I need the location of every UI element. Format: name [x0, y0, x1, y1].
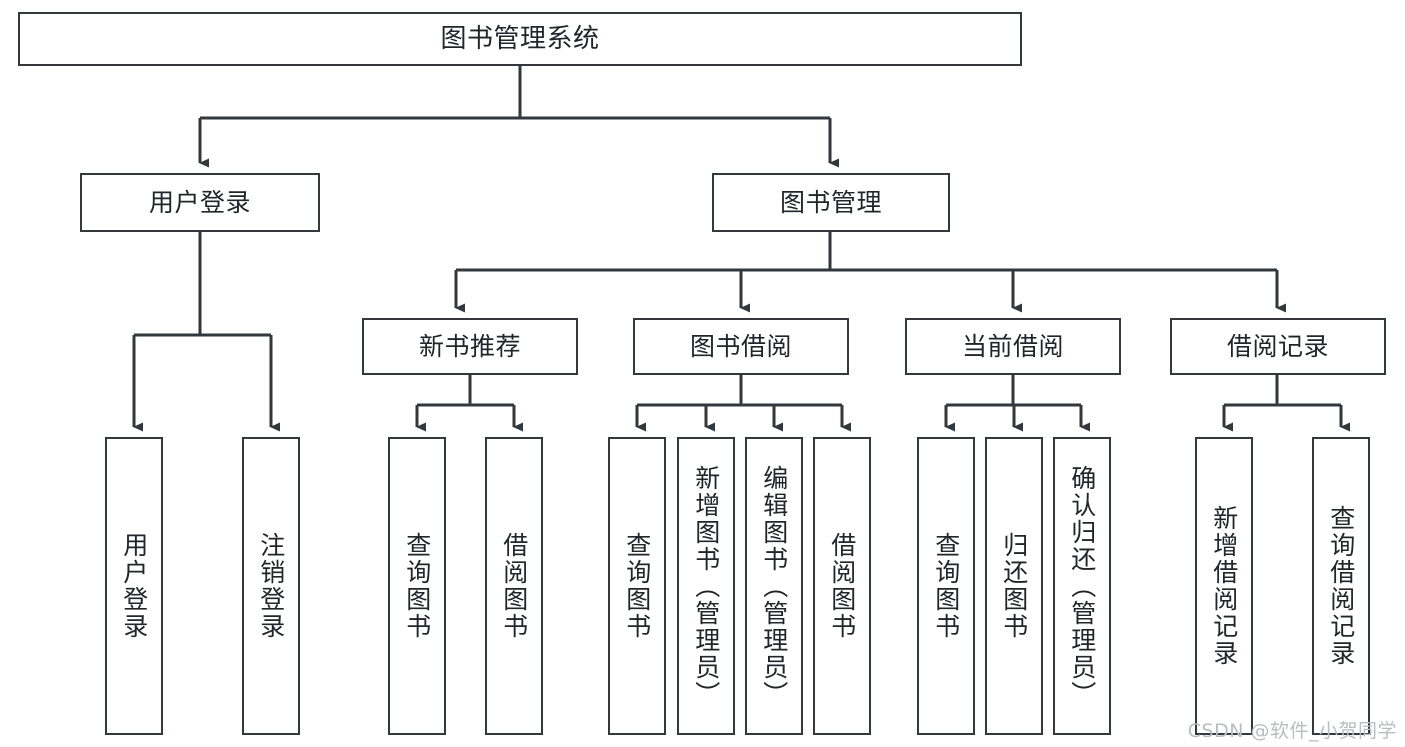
node-label: 注销登录 [256, 532, 286, 640]
node-label: 新书推荐 [418, 331, 521, 361]
node-book-borrow[interactable]: 图书借阅 [633, 318, 849, 375]
node-book-management[interactable]: 图书管理 [712, 173, 950, 232]
node-label: 新增图书（管理员） [691, 464, 721, 708]
node-label: 当前借阅 [961, 331, 1064, 361]
leaf-query-book-borrow[interactable]: 查询图书 [608, 437, 666, 735]
node-label: 查询图书 [622, 532, 652, 640]
leaf-user-login[interactable]: 用户登录 [105, 437, 163, 735]
leaf-borrow-book-recommend[interactable]: 借阅图书 [485, 437, 543, 735]
node-label: 归还图书 [999, 532, 1029, 640]
leaf-edit-book-admin[interactable]: 编辑图书（管理员） [745, 437, 803, 735]
node-label: 图书借阅 [689, 331, 792, 361]
leaf-return-book[interactable]: 归还图书 [985, 437, 1043, 735]
leaf-query-book-current[interactable]: 查询图书 [917, 437, 975, 735]
node-borrow-record[interactable]: 借阅记录 [1170, 318, 1386, 375]
node-user-login[interactable]: 用户登录 [80, 173, 320, 232]
node-root-book-management-system[interactable]: 图书管理系统 [18, 12, 1022, 66]
node-label: 新增借阅记录 [1209, 505, 1239, 667]
node-label: 确认归还（管理员） [1067, 464, 1097, 708]
leaf-user-logout[interactable]: 注销登录 [242, 437, 300, 735]
node-label: 编辑图书（管理员） [759, 464, 789, 708]
leaf-query-book-recommend[interactable]: 查询图书 [388, 437, 446, 735]
node-label: 用户登录 [119, 532, 149, 640]
node-label: 借阅图书 [827, 532, 857, 640]
node-label: 图书管理系统 [440, 23, 600, 54]
node-label: 查询图书 [931, 532, 961, 640]
leaf-add-book-admin[interactable]: 新增图书（管理员） [677, 437, 735, 735]
node-label: 用户登录 [148, 187, 251, 217]
node-new-book-recommendation[interactable]: 新书推荐 [362, 318, 578, 375]
leaf-confirm-return-admin[interactable]: 确认归还（管理员） [1053, 437, 1111, 735]
node-label: 查询借阅记录 [1326, 505, 1356, 667]
watermark: CSDN @软件_小贺同学 [1187, 720, 1397, 742]
node-current-borrow[interactable]: 当前借阅 [905, 318, 1121, 375]
node-label: 借阅图书 [499, 532, 529, 640]
leaf-borrow-book[interactable]: 借阅图书 [813, 437, 871, 735]
leaf-query-borrow-record[interactable]: 查询借阅记录 [1312, 437, 1370, 735]
node-label: 查询图书 [402, 532, 432, 640]
node-label: 图书管理 [779, 187, 882, 217]
node-label: 借阅记录 [1226, 331, 1329, 361]
leaf-add-borrow-record[interactable]: 新增借阅记录 [1195, 437, 1253, 735]
